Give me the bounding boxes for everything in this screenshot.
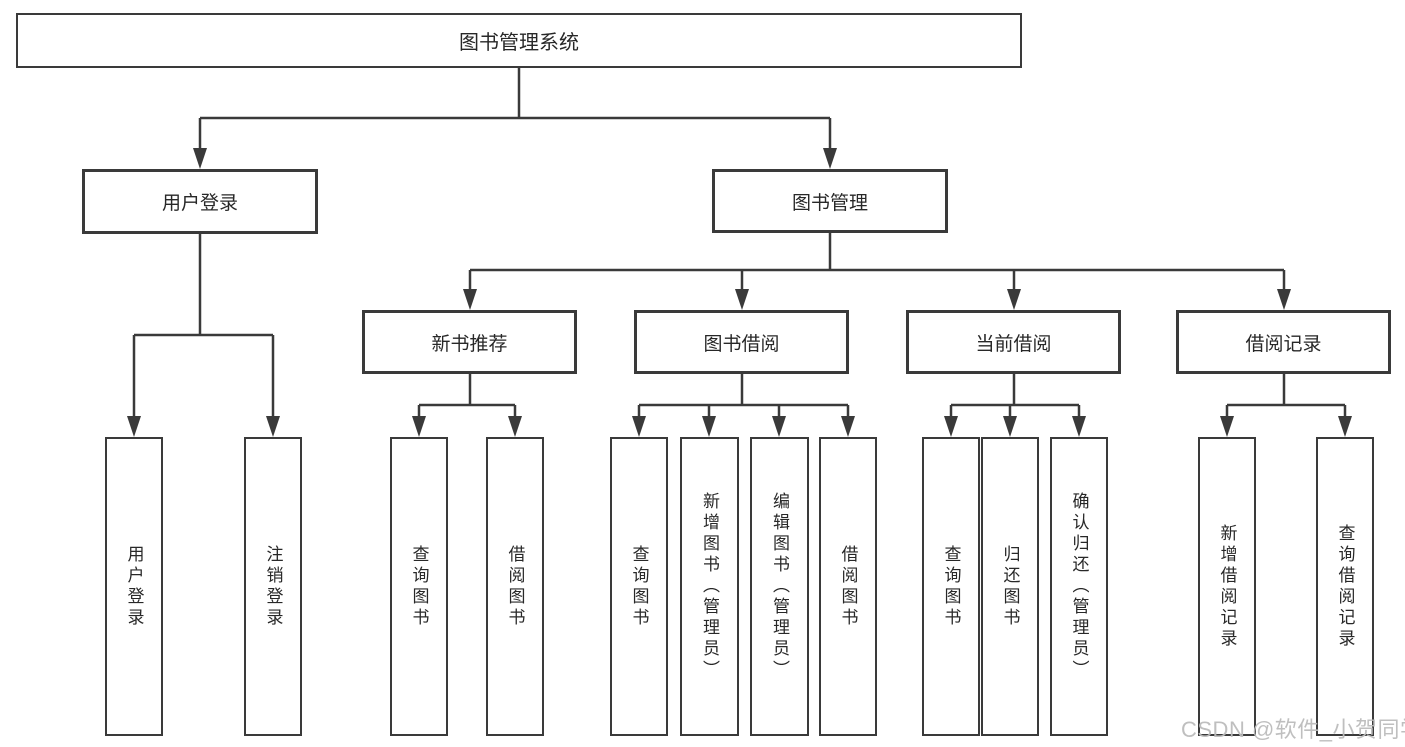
node-user-login-label: 用户登录 <box>161 193 238 214</box>
leaf-borrow-book-recommend: 借阅图书 <box>486 437 544 736</box>
leaf-query-book-borrow: 查询图书 <box>610 437 668 736</box>
node-new-book-recommend-label: 新书推荐 <box>431 333 508 355</box>
leaf-confirm-return-admin-label: 确认归还（管理员） <box>1069 492 1089 681</box>
node-current-borrow-label: 当前借阅 <box>975 333 1052 355</box>
leaf-borrow-book-label: 借阅图书 <box>838 544 858 629</box>
leaf-query-book-current-label: 查询图书 <box>941 544 961 629</box>
connector-segments <box>132 68 1347 418</box>
node-book-borrow: 图书借阅 <box>634 310 849 374</box>
leaf-add-borrow-record-label: 新增借阅记录 <box>1217 523 1237 650</box>
leaf-query-book-current: 查询图书 <box>922 437 980 736</box>
leaf-add-book-admin: 新增图书（管理员） <box>680 437 739 736</box>
node-root-label: 图书管理系统 <box>459 32 579 54</box>
leaf-user-login: 用户登录 <box>105 437 163 736</box>
leaf-edit-book-admin-label: 编辑图书（管理员） <box>770 492 789 681</box>
leaf-add-borrow-record: 新增借阅记录 <box>1198 437 1256 736</box>
leaf-query-book-recommend-label: 查询图书 <box>409 544 429 629</box>
node-current-borrow: 当前借阅 <box>906 310 1121 374</box>
leaf-query-book-borrow-label: 查询图书 <box>629 544 649 629</box>
node-root-system: 图书管理系统 <box>16 13 1022 68</box>
leaf-user-login-label: 用户登录 <box>124 544 144 629</box>
node-user-login: 用户登录 <box>82 169 318 234</box>
leaf-query-borrow-record-label: 查询借阅记录 <box>1335 523 1355 650</box>
node-book-borrow-label: 图书借阅 <box>703 333 780 355</box>
node-new-book-recommend: 新书推荐 <box>362 310 577 374</box>
node-borrow-record-label: 借阅记录 <box>1245 333 1322 355</box>
leaf-confirm-return-admin: 确认归还（管理员） <box>1050 437 1108 736</box>
arrowheads <box>127 148 1352 437</box>
leaf-add-book-admin-label: 新增图书（管理员） <box>700 492 719 681</box>
leaf-return-book: 归还图书 <box>981 437 1039 736</box>
node-book-management: 图书管理 <box>712 169 948 233</box>
leaf-logout-login-label: 注销登录 <box>263 544 283 629</box>
leaf-query-book-recommend: 查询图书 <box>390 437 448 736</box>
node-borrow-record: 借阅记录 <box>1176 310 1391 374</box>
leaf-logout-login: 注销登录 <box>244 437 302 736</box>
leaf-borrow-book-recommend-label: 借阅图书 <box>505 544 525 629</box>
node-book-management-label: 图书管理 <box>791 192 868 214</box>
leaf-edit-book-admin: 编辑图书（管理员） <box>750 437 809 736</box>
leaf-query-borrow-record: 查询借阅记录 <box>1316 437 1374 736</box>
csdn-watermark: CSDN @软件_小贺同学 <box>1181 717 1405 742</box>
leaf-borrow-book: 借阅图书 <box>819 437 877 736</box>
leaf-return-book-label: 归还图书 <box>1000 544 1020 629</box>
